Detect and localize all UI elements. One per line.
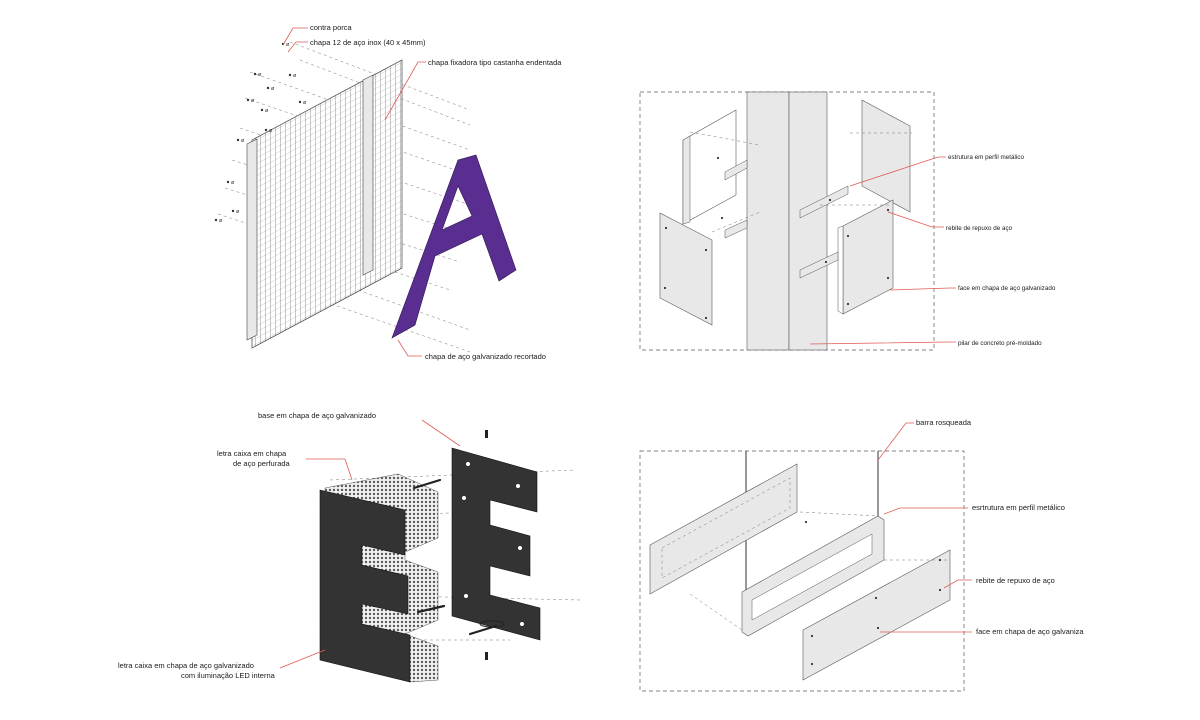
mesh-post-left	[246, 138, 258, 341]
panel-back-right	[861, 99, 911, 213]
panel-pillar: estrutura em perfil metálico rebite de r…	[639, 91, 1056, 351]
label-pillar: pilar de concreto pré-moldado	[958, 340, 1042, 347]
svg-text:ø: ø	[219, 218, 223, 224]
svg-text:ø: ø	[258, 72, 262, 78]
label-base: base em chapa de aço galvanizado	[258, 411, 376, 420]
svg-text:ø: ø	[293, 73, 297, 79]
label-rod: barra rosqueada	[916, 418, 972, 427]
panel-front-left	[659, 212, 713, 326]
dark-e-front	[319, 489, 411, 683]
label-perforated-1: letra caixa em chapa	[217, 449, 287, 458]
label-rivet: rebite de repuxo de aço	[946, 225, 1013, 232]
svg-text:ø: ø	[265, 108, 269, 114]
sign-frame	[639, 450, 965, 692]
svg-text:ø: ø	[241, 138, 245, 144]
panel-back-left	[682, 109, 737, 225]
bolt-markers: ø ø ø ø ø ø ø ø ø ø ø ø	[214, 42, 307, 224]
label-sign-rivet: rebite de repuxo de aço	[976, 576, 1055, 585]
mesh-post-right	[362, 74, 374, 276]
label-led-2: com iluminação LED interna	[181, 671, 276, 680]
svg-text:ø: ø	[286, 42, 290, 48]
label-sign-frame: esrtrutura em perfil metálico	[972, 503, 1065, 512]
label-perforated-2: de aço perfurada	[233, 459, 291, 468]
label-nut: contra porca	[310, 23, 353, 32]
letter-a-shape	[391, 154, 517, 339]
label-clamp: chapa fixadora tipo castanha endentada	[428, 58, 562, 67]
svg-text:ø: ø	[231, 180, 235, 186]
pillar-face-left	[746, 91, 790, 351]
panel-front-right	[842, 199, 894, 315]
label-sign-face: face em chapa de aço galvaniza	[976, 627, 1084, 636]
panel-letter-a: ø ø ø ø ø ø ø ø ø ø ø ø contra porca cha…	[214, 23, 562, 361]
panel-sign: barra rosqueada esrtrutura em perfil met…	[639, 418, 1084, 692]
sign-rivets	[804, 520, 942, 666]
label-plate: chapa 12 de aço inox (40 x 45mm)	[310, 38, 426, 47]
svg-text:ø: ø	[236, 209, 240, 215]
sign-back-panel	[649, 463, 798, 595]
svg-text:ø: ø	[251, 98, 255, 104]
label-face: face em chapa de aço galvanizado	[958, 285, 1056, 292]
svg-text:ø: ø	[303, 100, 307, 106]
mesh-panel	[251, 59, 403, 349]
rivet-dots	[663, 156, 890, 320]
label-frame: estrutura em perfil metálico	[948, 154, 1024, 161]
metal-brackets	[724, 159, 849, 279]
panel-letter-e: base em chapa de aço galvanizado letra c…	[118, 411, 581, 683]
sign-front-panel	[802, 549, 951, 681]
pillar-face-right	[788, 91, 828, 351]
base-holes	[462, 462, 524, 626]
base-plate-e	[451, 447, 541, 641]
svg-text:ø: ø	[269, 128, 273, 134]
label-cut-sheet: chapa de aço galvanizado recortado	[425, 352, 546, 361]
svg-text:ø: ø	[271, 86, 275, 92]
label-led-1: letra caixa em chapa de aço galvanizado	[118, 661, 254, 670]
